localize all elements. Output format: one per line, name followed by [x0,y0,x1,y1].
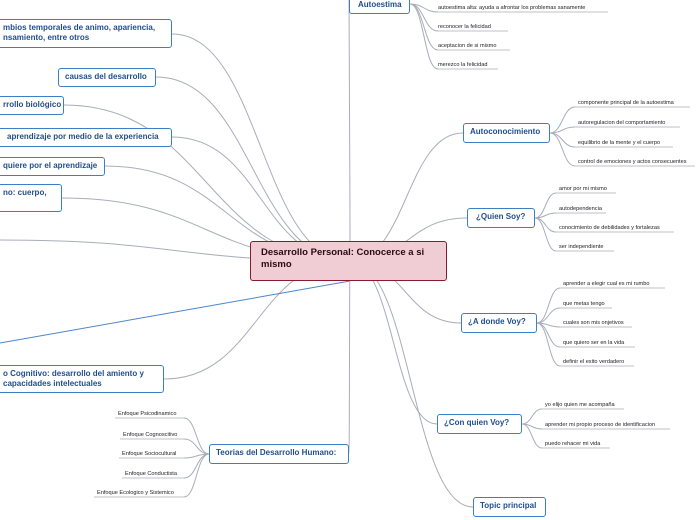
leaf-link-2-3 [534,217,557,252]
link-con-quien [349,260,438,425]
subtopic-elijo-compania[interactable]: yo elijo quien me acompaña [545,402,615,408]
leaf-link-1-0 [549,106,576,134]
subtopic-autoregulacion[interactable]: autoregulacion del comportamiento [578,120,666,126]
central-topic[interactable]: Desarrollo Personal: Conocerce a si mism… [250,241,447,281]
leaf-link-1-2 [549,132,576,148]
link-causas [155,76,351,262]
link-autoestima [348,0,351,262]
topic-teorias-desarrollo[interactable]: Teorias del Desarrollo Humano: [209,444,349,464]
topic-causas-desarrollo[interactable]: causas del desarrollo [58,68,156,87]
leaf-link-3-4 [536,322,561,367]
subtopic-proceso-identificacion[interactable]: aprender mi propio proceso de identifica… [545,422,656,428]
topic-label: causas del desarrollo [65,72,147,81]
subtopic-cognoscitivo[interactable]: Enfoque Cognoscitivo [123,432,178,438]
leaf-link-1-3 [549,132,576,167]
teorias-leaf-link-1 [183,438,210,455]
subtopic-rehacer-vida[interactable]: puedo rehacer mi vida [545,441,601,447]
teorias-leaf-link-4 [183,453,210,498]
topic-label: Autoconocimiento [470,127,541,136]
leaf-link-2-2 [534,217,557,233]
link-teorias [348,260,351,455]
topic-cambios-temporales[interactable]: mbios temporales de animo, apariencia, n… [0,19,172,48]
subtopic-equilibrio[interactable]: equilibrio de la mente y el cuerpo [578,140,661,146]
topic-desarrollo-biologico[interactable]: rrollo biológico [0,96,64,115]
topic-label: ¿Con quien Voy? [444,418,510,427]
subtopic-autodependencia[interactable]: autodependencia [559,206,602,212]
subtopic-control-emociones[interactable]: control de emociones y actos consecuente… [578,159,687,165]
topic-desarrollo-cognitivo[interactable]: o Cognitivo: desarrollo del amiento y ca… [0,365,164,393]
subtopic-metas[interactable]: que metas tengo [563,301,605,307]
subtopic-reconocer-felicidad[interactable]: reconocer la felicidad [438,24,491,30]
leaf-link-4-0 [521,408,543,425]
subtopic-debilidades-fortalezas[interactable]: conocimiento de debilidades y fortalezas [559,225,660,231]
leaf-link-2-0 [534,192,557,219]
topic-adquiere-aprendizaje[interactable]: quiere por el aprendizaje [0,157,105,176]
topic-label: Teorias del Desarrollo Humano: [216,448,337,457]
link-cambios [171,33,351,262]
teorias-leaf-link-0 [183,417,210,455]
subtopic-componente-principal[interactable]: componente principal de la autoestima [578,100,674,106]
subtopic-autoestima-alta[interactable]: autoestima alta: ayuda a afrontar los pr… [438,5,586,11]
topic-a-donde-voy[interactable]: ¿A donde Voy? [461,313,537,333]
topic-quien-soy[interactable]: ¿Quien Soy? [467,208,535,228]
leaf-link-3-0 [536,287,561,324]
subtopic-sociocultural[interactable]: Enfoque Sociocultural [122,451,177,457]
topic-label: Autoestima [358,0,402,9]
topic-label: aprendizaje por medio de la experiencia [7,132,159,141]
topic-aprendizaje-experiencia[interactable]: aprendizaje por medio de la experiencia [0,128,172,147]
subtopic-merezco-felicidad[interactable]: merezco la felicidad [438,62,488,68]
leaf-link-0-3 [409,3,439,70]
topic-autoestima[interactable]: Autoestima [349,0,410,14]
subtopic-ser-independiente[interactable]: ser independiente [559,244,604,250]
topic-con-quien-voy[interactable]: ¿Con quien Voy? [437,414,522,434]
topic-label: rrollo biológico [3,100,62,109]
subtopic-exito-verdadero[interactable]: definir el exito verdadero [563,359,625,365]
leaf-link-0-2 [409,3,439,51]
subtopic-objetivos[interactable]: cuales son mis onjetivos [563,320,624,326]
subtopic-aceptacion[interactable]: aceptacion de si mismo [438,43,497,49]
topic-label: o Cognitivo: desarrollo del amiento y ca… [3,369,144,388]
subtopic-que-quiero-ser[interactable]: que quiero ser en la vida [563,340,625,346]
topic-label: mbios temporales de animo, apariencia, n… [3,23,156,42]
topic-label: ¿A donde Voy? [468,317,526,326]
subtopic-amor-por-mi[interactable]: amor por mi mismo [559,186,607,192]
subtopic-psicodinamico[interactable]: Enfoque Psicodinamico [118,411,177,417]
topic-label: ¿Quien Soy? [476,212,526,221]
topic-label: Topic principal [480,501,537,510]
topic-autoconocimiento[interactable]: Autoconocimiento [463,123,550,143]
central-topic-label: Desarrollo Personal: Conocerce a si mism… [261,247,425,270]
leaf-link-3-1 [536,307,561,324]
subtopic-elegir-rumbo[interactable]: aprender a elegir cual es mi rumbo [563,281,650,287]
leaf-link-4-2 [521,423,543,449]
link-relation [0,280,351,344]
topic-label: quiere por el aprendizaje [3,161,98,170]
subtopic-ecologico[interactable]: Enfoque Ecologico y Sistemico [97,490,174,496]
subtopic-conductista[interactable]: Enfoque Conductista [125,471,177,477]
topic-principal[interactable]: Topic principal [473,497,546,517]
topic-label: no: cuerpo, [3,188,47,197]
topic-cuerpo[interactable]: no: cuerpo, [0,184,62,212]
